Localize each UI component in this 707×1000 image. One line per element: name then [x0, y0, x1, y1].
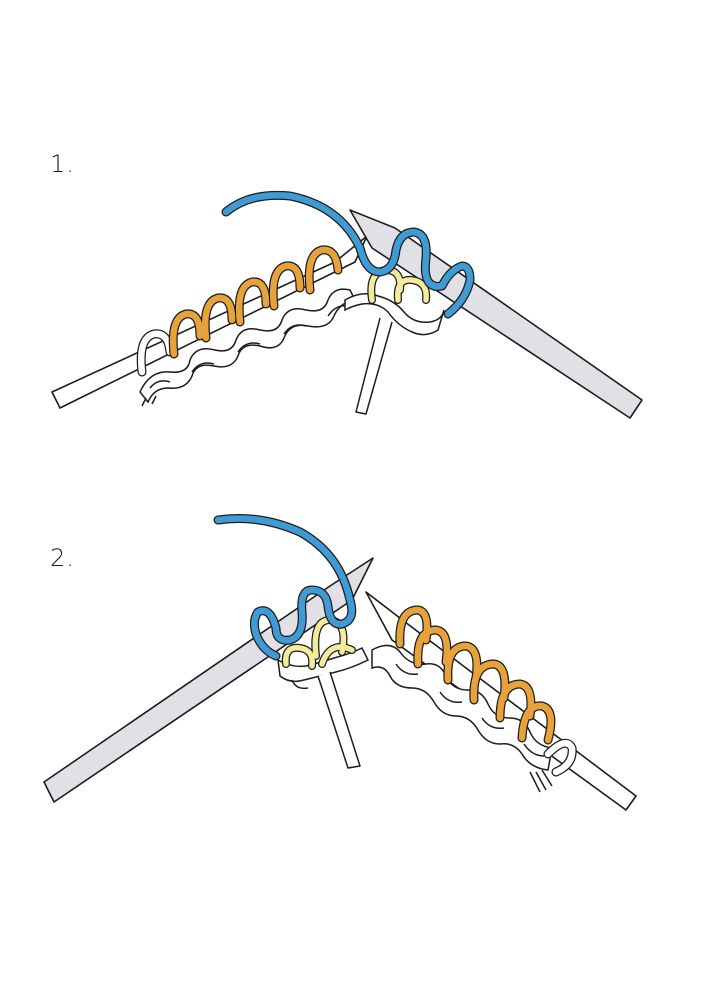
yarn-tail [355, 317, 393, 415]
step-2-number: 2. [50, 544, 75, 572]
first-loop [543, 738, 577, 777]
new-stitch-loops [395, 605, 556, 745]
cast-on-chain [371, 644, 553, 793]
working-yarn [213, 514, 357, 661]
working-yarn [221, 190, 475, 319]
step-1-number: 1. [50, 150, 75, 178]
yarn-tail [317, 671, 361, 769]
left-needle [43, 557, 374, 803]
step-2-illustration [43, 514, 637, 811]
right-chain [344, 293, 445, 336]
new-stitch-loops [168, 245, 343, 359]
step-1-illustration [51, 190, 643, 419]
